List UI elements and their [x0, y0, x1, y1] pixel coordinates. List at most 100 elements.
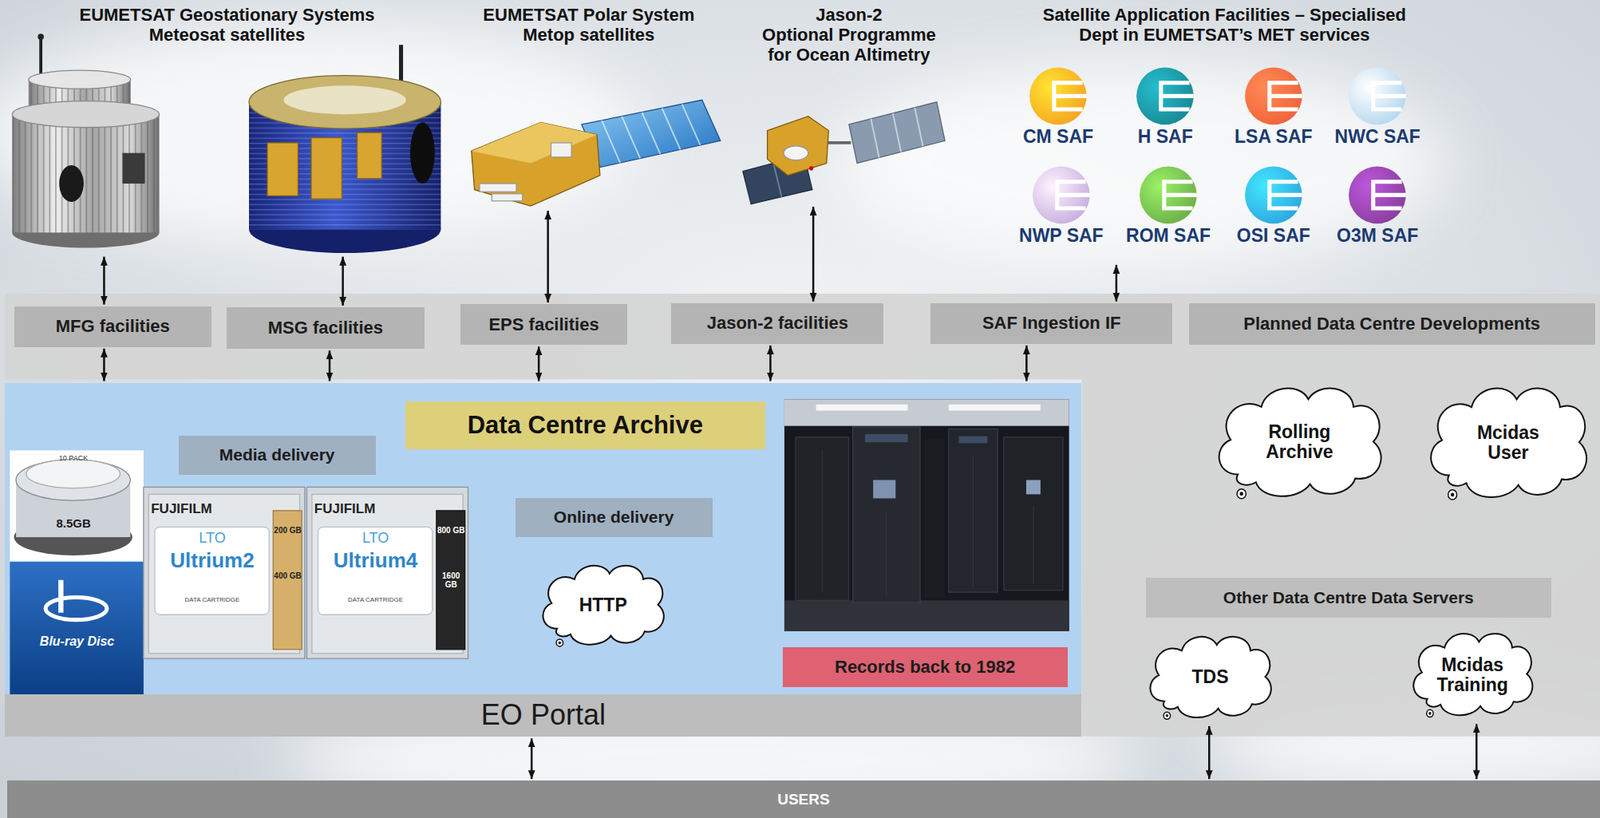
svg-line: [821, 449, 823, 593]
facility-box: MSG facilities: [226, 307, 425, 349]
media-label: DATA CARTRIDGE: [318, 596, 433, 605]
facility-box: SAF Ingestion IF: [930, 303, 1173, 344]
saf-logo-symbol: [1222, 65, 1325, 127]
node-text: O3M SAF: [1336, 225, 1419, 246]
saf-logo: NWP SAF: [1010, 164, 1113, 263]
svg-line: [661, 107, 680, 150]
heading-box: Other Data Centre Data Servers: [1145, 577, 1552, 618]
svg-circle: [1428, 711, 1431, 716]
double-arrow: [546, 210, 550, 303]
svg-g: [248, 44, 441, 253]
saf-logo-symbol: [1114, 65, 1217, 127]
svg-rect: [948, 428, 998, 593]
node-text: Rolling Archive: [1265, 422, 1333, 463]
svg-g: [11, 33, 159, 248]
svg-circle: [1139, 165, 1198, 224]
svg-rect: [479, 183, 517, 192]
node-text: MFG facilities: [55, 316, 170, 337]
portal-band: EO Portal: [4, 694, 1082, 738]
svg-circle: [1450, 492, 1454, 497]
svg-line: [892, 113, 901, 153]
double-arrow: [102, 256, 106, 305]
media-label: 10 PACK: [51, 454, 96, 463]
svg-ellipse: [248, 75, 441, 129]
svg-line: [886, 509, 888, 597]
saf-logo: H SAF: [1114, 65, 1217, 162]
svg-g: [601, 103, 701, 163]
svg-rect: [11, 114, 159, 233]
svg-rect: [10, 450, 145, 561]
svg-circle: [1163, 711, 1170, 720]
cloud-node: Mcidas Training: [1406, 627, 1539, 723]
svg-circle: [1244, 67, 1303, 125]
svg-ellipse: [11, 101, 159, 128]
double-arrow: [537, 346, 541, 381]
double-arrow: [1025, 345, 1028, 382]
media-label: 200 GB: [273, 525, 303, 535]
svg-circle: [1165, 714, 1169, 718]
media-label: FUJIFILM: [150, 501, 264, 518]
node-text: Mcidas User: [1477, 422, 1540, 464]
svg-line: [870, 118, 879, 159]
svg-rect: [436, 509, 466, 649]
satellite-group: Jason-2 Optional Programme for Ocean Alt…: [730, 3, 968, 206]
node-text: Jason-2 facilities: [707, 312, 849, 334]
svg-rect: [491, 193, 522, 202]
cloud-node: TDS: [1142, 630, 1278, 725]
svg-ellipse: [0, 20, 644, 245]
svg-path: [1269, 82, 1303, 110]
double-arrow: [1208, 726, 1211, 779]
svg-circle: [556, 639, 563, 647]
node-text: H SAF: [1137, 126, 1194, 147]
svg-circle: [1426, 710, 1434, 718]
svg-rect: [307, 486, 469, 659]
node-text: EUMETSAT Polar System Metop satellites: [482, 4, 695, 46]
svg-g: [822, 449, 1035, 597]
svg-rect: [267, 142, 298, 196]
saf-logo: NWC SAF: [1326, 65, 1429, 162]
node-text: Online delivery: [553, 507, 675, 527]
svg-rect: [311, 138, 342, 200]
svg-ellipse: [837, 61, 1450, 266]
svg-rect: [959, 435, 988, 443]
double-arrow: [341, 256, 344, 306]
node-text: TDS: [1192, 667, 1229, 688]
svg-rect: [865, 433, 909, 442]
node-text: EUMETSAT Geostationary Systems Meteosat …: [79, 4, 375, 46]
svg-path: [1057, 181, 1091, 209]
svg-g: [870, 107, 923, 159]
node-text: ROM SAF: [1125, 225, 1211, 246]
node-text: Planned Data Centre Developments: [1243, 313, 1541, 335]
svg-line: [824, 141, 851, 145]
svg-line: [641, 112, 660, 155]
facility-box: Jason-2 facilities: [671, 303, 884, 344]
node-text: Satellite Application Facilities – Speci…: [1042, 4, 1407, 46]
svg-rect: [784, 399, 1070, 426]
saf-logo: OSI SAF: [1222, 164, 1325, 263]
svg-path: [1430, 387, 1587, 497]
double-arrow: [530, 738, 534, 779]
svg-circle: [1029, 67, 1087, 125]
svg-polygon: [471, 122, 601, 206]
svg-path: [1219, 387, 1382, 496]
svg-ellipse: [783, 146, 809, 161]
node-text: NWP SAF: [1019, 225, 1104, 246]
svg-path: [1373, 82, 1407, 110]
saf-logo-symbol: [1222, 164, 1325, 226]
svg-path: [1161, 82, 1194, 110]
double-arrow: [328, 350, 332, 381]
media-label: Blu-ray Disc: [11, 634, 142, 649]
svg-rect: [1003, 436, 1063, 590]
svg-rect: [948, 403, 1041, 411]
node-text: Other Data Centre Data Servers: [1223, 588, 1474, 608]
facility-box: EPS facilities: [460, 304, 629, 345]
double-arrow: [1475, 723, 1478, 779]
double-arrow: [1115, 264, 1119, 302]
saf-group: CM SAFH SAFLSA SAFNWC SAFNWP SAFROM SAFO…: [974, 3, 1475, 264]
delivery-box: Media delivery: [178, 435, 376, 475]
saf-logo: O3M SAF: [1326, 164, 1429, 263]
node-text: EPS facilities: [488, 314, 599, 336]
svg-rect: [10, 560, 145, 694]
svg-rect: [11, 114, 159, 233]
